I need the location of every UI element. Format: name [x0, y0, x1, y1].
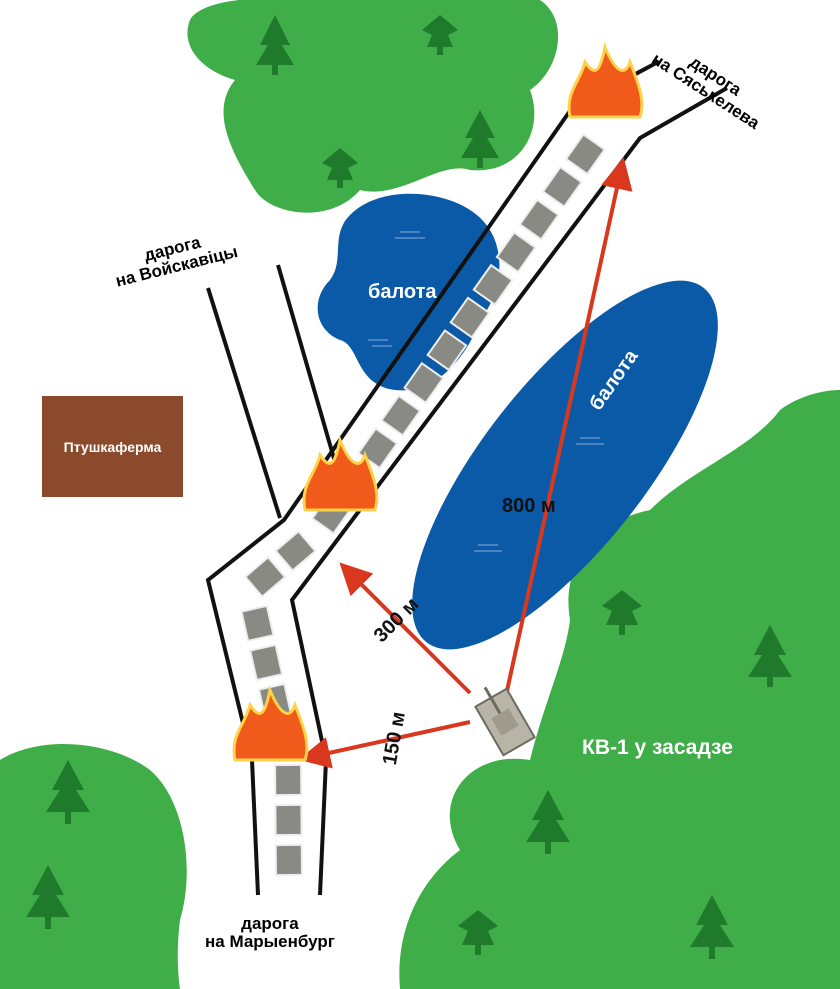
tree-icon: [422, 15, 458, 55]
road-label-line: на Марыенбург: [205, 931, 335, 951]
enemy-tank-icon: [274, 803, 303, 837]
tree-icon: [256, 15, 294, 75]
arrow-300m: [339, 562, 472, 695]
distance-800: 800 м: [502, 495, 556, 517]
poultry-farm: [42, 396, 183, 497]
forest-north: [187, 0, 559, 213]
enemy-tank-icon: [249, 643, 284, 682]
enemy-tank-icon: [403, 361, 445, 405]
enemy-tank-icon: [274, 529, 317, 572]
tree-icon: [461, 110, 499, 168]
tree-icon: [322, 148, 358, 188]
side-road-edge: [206, 287, 282, 519]
arrow-150m: [298, 720, 471, 769]
farm-label: Птушкаферма: [63, 439, 162, 455]
tree-icon: [26, 865, 70, 929]
tree-icon: [526, 790, 570, 854]
trees: [26, 15, 792, 959]
side-road-edge: [276, 264, 337, 463]
fire-arrows: [298, 157, 633, 769]
road-label-line: дарога: [241, 914, 299, 933]
enemy-tank-icon: [274, 843, 303, 877]
enemy-tank-icon: [357, 427, 399, 470]
road-edge-right: [289, 86, 728, 896]
tree-icon: [602, 590, 642, 635]
ambush-label: КВ-1 у засадзе: [582, 736, 733, 759]
arrow-800m: [503, 157, 633, 701]
enemy-tank-icon: [380, 394, 422, 437]
swamp-marks: [368, 231, 604, 552]
forest-southwest: [0, 743, 187, 989]
tree-icon: [458, 910, 498, 955]
enemy-tank-icon: [564, 133, 607, 176]
fire-icon: [232, 684, 309, 762]
tree-icon: [46, 760, 90, 824]
fire-icon: [302, 434, 379, 512]
enemy-tank-icon: [495, 231, 537, 274]
enemy-tank-icon: [243, 555, 287, 599]
tree-icon: [748, 625, 792, 687]
tree-icon: [690, 895, 734, 959]
swamp-south: [412, 280, 718, 650]
fire-icon: [567, 41, 644, 119]
burning-tanks: [232, 41, 644, 762]
enemy-tank-icon: [472, 263, 514, 307]
enemy-tank-icon: [449, 296, 491, 339]
kv1-tank-icon: [474, 686, 536, 757]
road-label-south: дарога на Марыенбург: [205, 915, 335, 951]
swamp-label-1: балота: [368, 281, 437, 303]
enemy-tank-icon: [541, 165, 583, 209]
enemy-tank-icon: [274, 763, 303, 797]
enemy-tank-icon: [240, 604, 275, 643]
enemy-tank-icon: [518, 198, 560, 241]
enemy-tank-icon: [426, 329, 468, 372]
forest-east: [399, 390, 840, 989]
